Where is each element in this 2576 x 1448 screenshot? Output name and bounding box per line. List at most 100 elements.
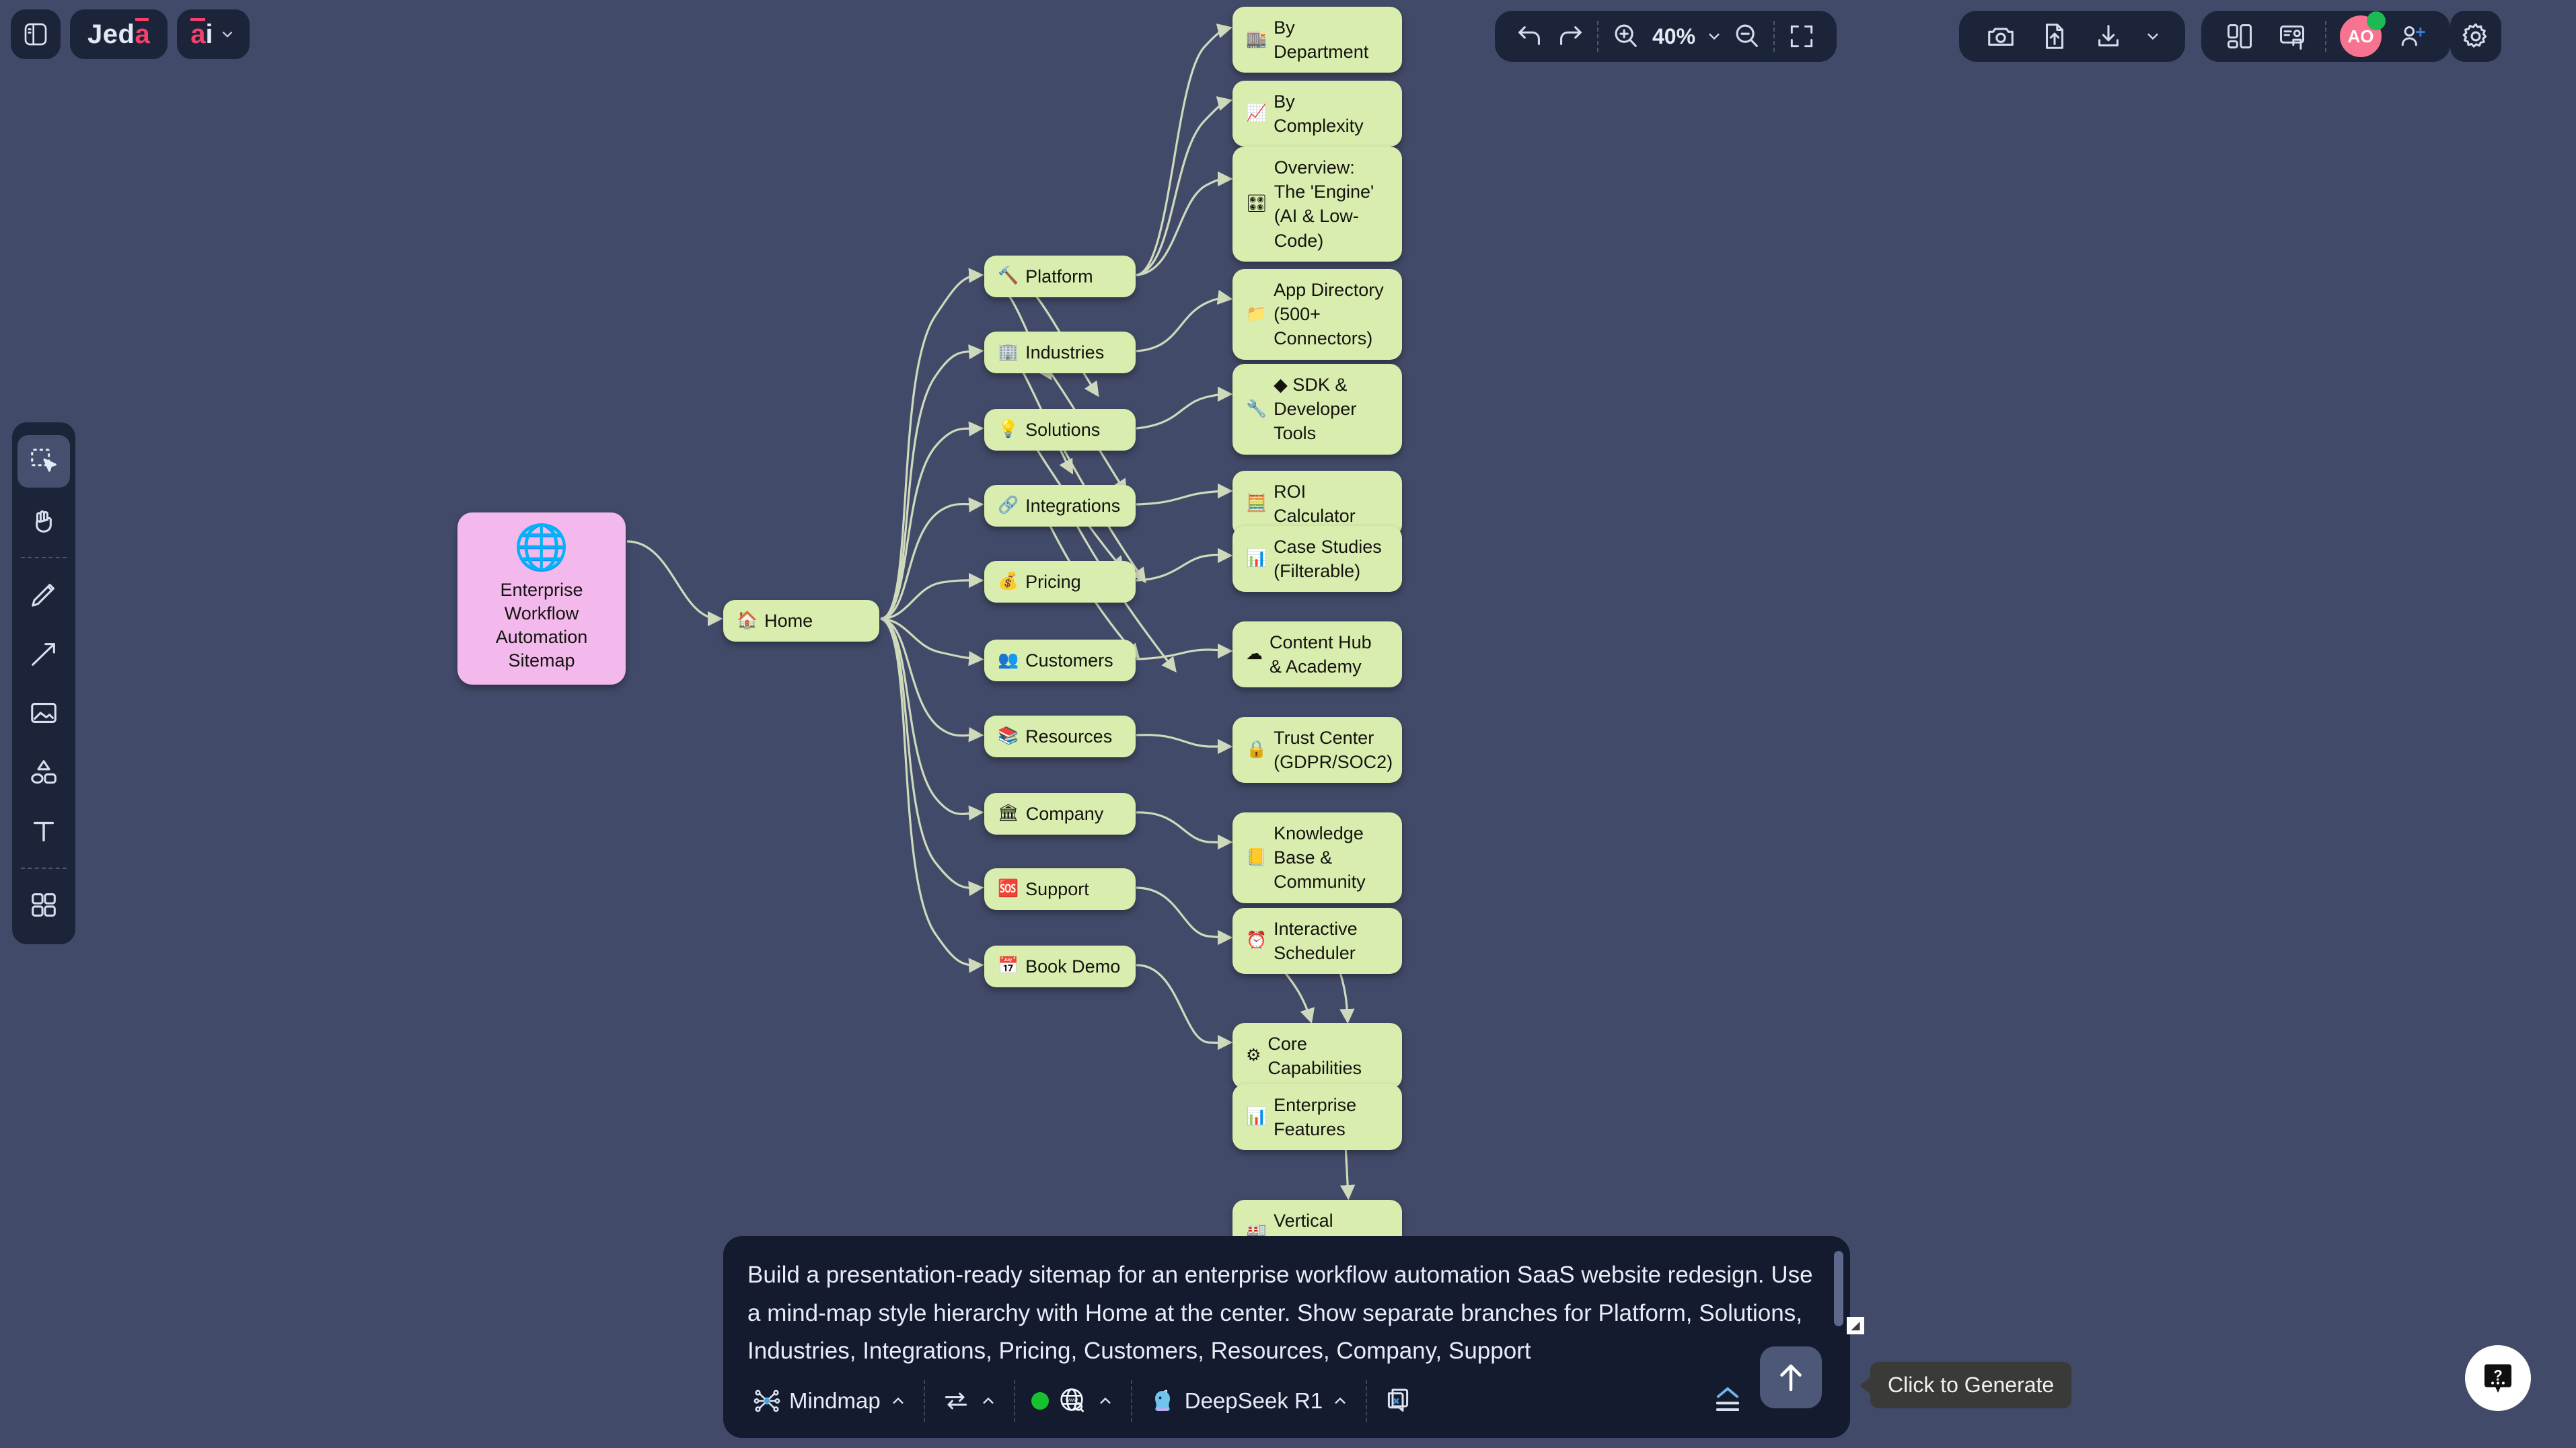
node-emoji-icon: 💰	[998, 572, 1019, 591]
attachment-button[interactable]	[1371, 1385, 1428, 1417]
chevron-up-icon	[1099, 1397, 1111, 1404]
mindmap-node-leaf[interactable]: ☁Content Hub & Academy	[1232, 621, 1402, 688]
mindmap-node-leaf[interactable]: 🔒Trust Center (GDPR/SOC2)	[1232, 717, 1402, 784]
tool-palette	[12, 422, 75, 944]
mindmap-node-leaf[interactable]: 📒Knowledge Base & Community	[1232, 812, 1402, 903]
brand-ai-accent: a	[190, 19, 206, 49]
prompt-scrollbar[interactable]	[1834, 1251, 1843, 1326]
mindmap-node-label: App Directory (500+ Connectors)	[1274, 280, 1384, 349]
download-dropdown-button[interactable]	[2141, 15, 2165, 58]
mindmap-node-leaf[interactable]: ⏰Interactive Scheduler	[1232, 908, 1402, 975]
deepseek-icon	[1154, 1389, 1170, 1411]
mindmap-node-leaf[interactable]: 📊Case Studies (Filterable)	[1232, 526, 1402, 593]
menu-button[interactable]	[1698, 1383, 1833, 1418]
node-emoji-icon: 📁	[1246, 304, 1267, 323]
add-user-icon	[2401, 26, 2425, 46]
mindmap-node-label: Resources	[1025, 726, 1113, 747]
mindmap-node-label: Solutions	[1025, 420, 1101, 440]
mindmap-node-leaf[interactable]: 📊Enterprise Features	[1232, 1084, 1402, 1151]
mindmap-node-label: Overview: The 'Engine' (AI & Low-Code)	[1274, 157, 1374, 251]
download-button[interactable]	[2087, 15, 2130, 58]
image-tool[interactable]	[17, 687, 70, 739]
text-icon	[33, 821, 54, 842]
mindmap-node-branch[interactable]: 💰Pricing	[984, 561, 1136, 603]
mindmap-node-branch[interactable]: 👥Customers	[984, 640, 1136, 682]
mindmap-node-branch[interactable]: 📚Resources	[984, 716, 1136, 758]
swap-selector[interactable]	[929, 1386, 1010, 1416]
mindmap-node-label: Book Demo	[1025, 956, 1121, 977]
shapes-icon	[31, 760, 57, 784]
globe-search-icon: www	[1060, 1388, 1084, 1413]
mindmap-node-branch[interactable]: 🏢Industries	[984, 332, 1136, 374]
hand-tool[interactable]	[17, 494, 70, 547]
redo-button[interactable]	[1550, 16, 1590, 56]
chevron-down-icon	[1709, 33, 1720, 40]
screenshot-button[interactable]	[1979, 15, 2022, 58]
node-emoji-icon: 🔨	[998, 266, 1019, 286]
send-button[interactable]	[1760, 1346, 1822, 1408]
undo-button[interactable]	[1510, 16, 1550, 56]
sidebar-toggle-button[interactable]	[11, 9, 61, 59]
mindmap-node-leaf[interactable]: 🔧◆ SDK & Developer Tools	[1232, 364, 1402, 455]
mindmap-node-branch[interactable]: 🔗Integrations	[984, 485, 1136, 527]
mindmap-node-home[interactable]: 🏠Home	[723, 600, 879, 642]
model-selector[interactable]: DeepSeek R1	[1136, 1387, 1362, 1415]
help-icon: ?	[2484, 1364, 2512, 1393]
mode-selector[interactable]: Mindmap	[741, 1387, 920, 1415]
prompt-textarea[interactable]: Build a presentation-ready sitemap for a…	[747, 1262, 1820, 1365]
mindmap-node-label: Content Hub & Academy	[1269, 632, 1372, 677]
present-button[interactable]	[2271, 15, 2313, 57]
divider	[1366, 1380, 1368, 1422]
fit-to-screen-button[interactable]	[1781, 16, 1822, 56]
mindmap-node-branch[interactable]: 🔨 Platform	[984, 256, 1136, 298]
invite-user-button[interactable]	[2391, 15, 2433, 57]
mindmap-node-branch[interactable]: 🆘Support	[984, 868, 1136, 911]
layout-button[interactable]	[2219, 15, 2260, 57]
swap-icon	[945, 1392, 967, 1410]
mindmap-node-leaf[interactable]: 🧮ROI Calculator	[1232, 471, 1402, 537]
mindmap-node-branch[interactable]: 💡Solutions	[984, 409, 1136, 451]
shapes-tool[interactable]	[17, 746, 70, 798]
mindmap-node-leaf[interactable]: 🏬By Department	[1232, 7, 1402, 73]
web-search-selector[interactable]: www	[1019, 1385, 1127, 1416]
help-button[interactable]: ?	[2465, 1345, 2531, 1411]
image-icon	[31, 703, 57, 723]
select-tool[interactable]	[17, 435, 70, 488]
mindmap-node-leaf[interactable]: 🎛Overview: The 'Engine' (AI & Low-Code)	[1232, 147, 1402, 262]
zoom-in-button[interactable]	[1605, 16, 1646, 56]
model-label: DeepSeek R1	[1184, 1388, 1323, 1413]
text-tool[interactable]	[17, 805, 70, 858]
mindmap-node-leaf[interactable]: 📁 App Directory (500+ Connectors)	[1232, 269, 1402, 360]
upload-button[interactable]	[2033, 15, 2076, 58]
grid-icon	[32, 893, 56, 917]
zoom-dropdown-button[interactable]	[1702, 16, 1726, 56]
prompt-panel[interactable]: Build a presentation-ready sitemap for a…	[723, 1236, 1850, 1377]
mindmap-node-branch[interactable]: 🏛Company	[984, 793, 1136, 835]
mindmap-node-branch[interactable]: 📅Book Demo	[984, 946, 1136, 988]
mindmap-node-label: Trust Center (GDPR/SOC2)	[1274, 728, 1393, 773]
chevron-down-icon	[222, 31, 232, 38]
avatar[interactable]: AO	[2340, 11, 2386, 57]
attachment-icon	[1388, 1388, 1409, 1412]
zoom-in-icon	[1615, 24, 1637, 47]
mindmap-node-leaf[interactable]: ⚙Core Capabilities	[1232, 1023, 1402, 1090]
mindmap-node-label: Platform	[1025, 266, 1093, 287]
mindmap-node-root[interactable]: 🌐Enterprise Workflow Automation Sitemap	[457, 512, 626, 685]
brand-ai-dropdown[interactable]: ai	[177, 9, 250, 59]
arrow-tool[interactable]	[17, 627, 70, 680]
resize-grip[interactable]: ◢	[1847, 1317, 1864, 1334]
zoom-level-value[interactable]: 40%	[1652, 24, 1696, 48]
sidebar-icon	[24, 23, 47, 46]
generate-tooltip: Click to Generate	[1859, 1362, 2072, 1408]
divider	[2325, 21, 2326, 52]
grid-tool[interactable]	[17, 879, 70, 931]
zoom-out-button[interactable]	[1726, 16, 1767, 56]
svg-text:?: ?	[2493, 1367, 2503, 1384]
pen-tool[interactable]	[17, 568, 70, 621]
settings-button[interactable]	[2450, 11, 2501, 62]
mindmap-node-label: ROI Calculator	[1274, 482, 1356, 527]
divider	[1013, 1380, 1015, 1422]
mindmap-node-leaf[interactable]: 📈By Complexity	[1232, 81, 1402, 147]
